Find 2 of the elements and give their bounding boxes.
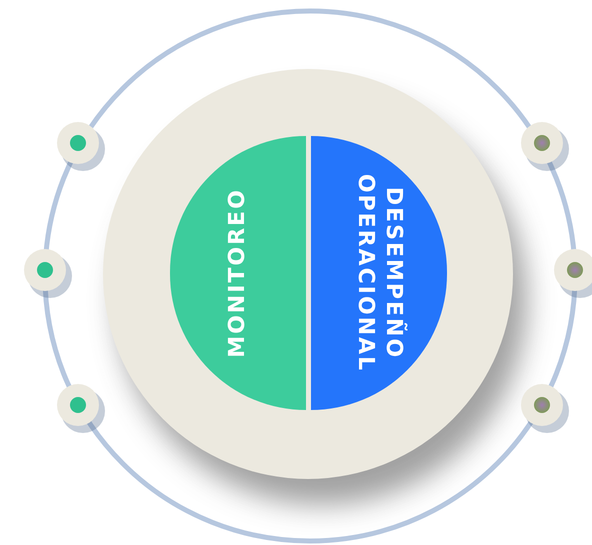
vertical-label: DESEMPEÑO OPERACIONAL — [352, 172, 407, 374]
vertical-label: MONITOREO — [224, 187, 251, 360]
